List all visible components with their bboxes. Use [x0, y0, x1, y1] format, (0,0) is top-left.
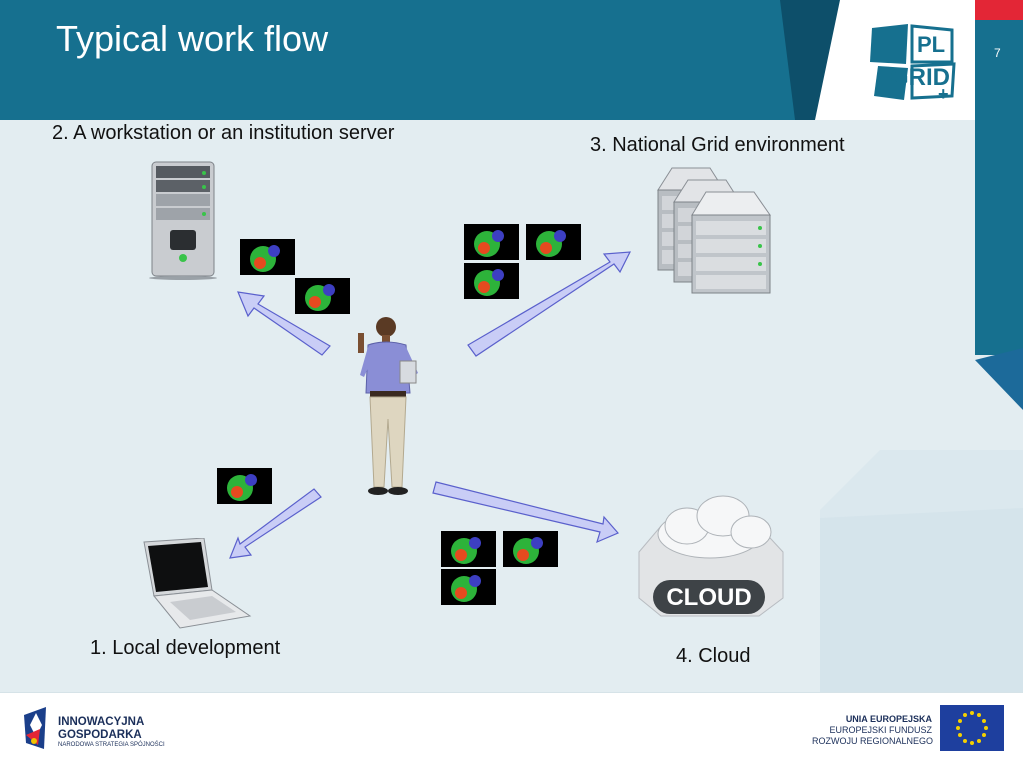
eu-flag-icon	[940, 705, 1004, 751]
laptop-icon	[143, 538, 252, 629]
server-rack-icon	[657, 167, 771, 294]
arrow-to-grid	[467, 251, 632, 357]
arrow-to-workstation	[237, 291, 331, 356]
label-grid: 3. National Grid environment	[590, 134, 845, 156]
data-thumbnail	[464, 224, 519, 260]
data-thumbnail	[240, 239, 295, 275]
footer-right-line1: UNIA EUROPEJSKA	[845, 714, 932, 724]
cloud-badge-text: CLOUD	[666, 584, 752, 611]
footer-left-logo: INNOWACYJNA GOSPODARKA NARODOWA STRATEGI…	[58, 716, 165, 748]
label-cloud: 4. Cloud	[676, 645, 751, 667]
workflow-arrows	[229, 251, 632, 559]
plgrid-logo: PL GRID +	[868, 22, 958, 104]
data-thumbnail	[295, 278, 350, 314]
data-thumbnail	[526, 224, 581, 260]
footer-left-line1: INNOWACYJNA	[58, 716, 145, 728]
data-thumbnail	[217, 468, 272, 504]
label-local: 1. Local development	[90, 637, 281, 659]
label-workstation: 2. A workstation or an institution serve…	[52, 122, 395, 144]
right-decor	[975, 120, 1023, 410]
footer-right-line3: ROZWOJU REGIONALNEGO	[812, 736, 934, 746]
person-figure	[358, 317, 418, 495]
innovative-economy-emblem	[24, 707, 46, 749]
footer-right-line2: EUROPEJSKI FUNDUSZ	[829, 725, 932, 735]
slide-number: 7	[994, 46, 1001, 60]
background-decor	[820, 450, 1023, 692]
data-thumbnail	[503, 531, 558, 567]
footer-bar	[0, 692, 1023, 768]
footer-left-line3: NARODOWA STRATEGIA SPÓJNOŚCI	[58, 742, 165, 748]
server-tower-icon	[149, 161, 217, 280]
arrow-to-cloud	[432, 481, 619, 544]
logo-text-grid: GRID	[890, 64, 950, 91]
logo-text-plus: +	[938, 84, 949, 104]
slide-title: Typical work flow	[56, 18, 329, 59]
arrow-to-local	[229, 488, 322, 559]
logo-text-pl: PL	[917, 32, 946, 57]
footer-left-line2: GOSPODARKA	[58, 729, 142, 741]
data-thumbnail	[441, 531, 496, 567]
data-thumbnail	[441, 569, 496, 605]
data-thumbnail	[464, 263, 519, 299]
cloud-icon	[638, 495, 784, 617]
footer-right-text: UNIA EUROPEJSKA EUROPEJSKI FUNDUSZ ROZWO…	[812, 714, 934, 747]
